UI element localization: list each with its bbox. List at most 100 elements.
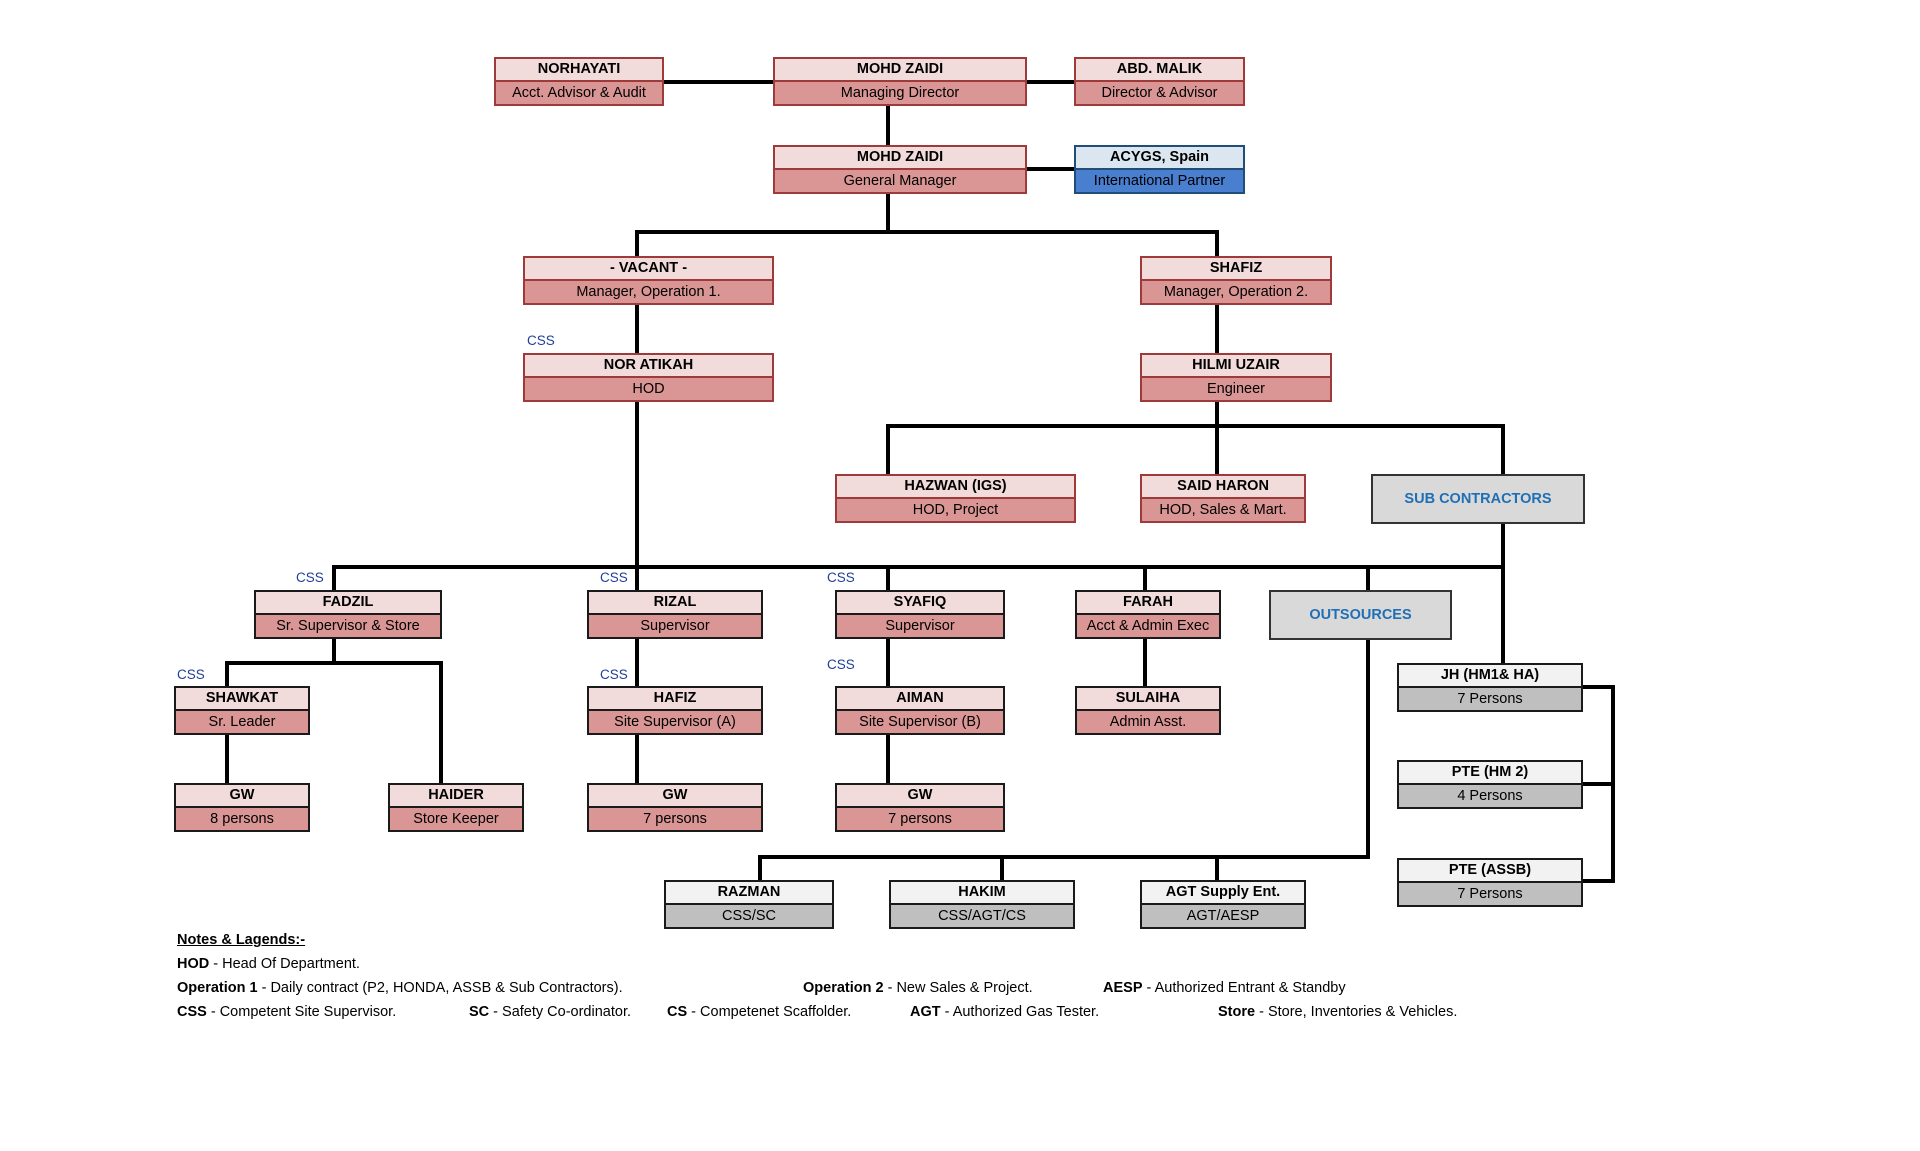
box-name: FARAH: [1077, 592, 1219, 615]
box-role: 7 Persons: [1399, 882, 1581, 905]
box-shawkat: SHAWKAT Sr. Leader: [174, 686, 310, 735]
box-role: 7 persons: [589, 807, 761, 830]
box-role: 4 Persons: [1399, 784, 1581, 807]
box-sulaiha: SULAIHA Admin Asst.: [1075, 686, 1221, 735]
note-operation-2: Operation 2 - New Sales & Project.: [803, 980, 1033, 996]
box-pte-hm2: PTE (HM 2) 4 Persons: [1397, 760, 1583, 809]
note-key: Operation 2: [803, 980, 884, 996]
note-key: CS: [667, 1004, 688, 1020]
box-farah: FARAH Acct & Admin Exec: [1075, 590, 1221, 639]
box-role: Acct. Advisor & Audit: [496, 81, 662, 104]
box-name: - VACANT -: [525, 258, 772, 281]
note-key: Store: [1218, 1004, 1256, 1020]
box-name: SHAFIZ: [1142, 258, 1330, 281]
box-name: GW: [837, 785, 1003, 808]
box-name: MOHD ZAIDI: [775, 59, 1025, 82]
box-role: Site Supervisor (B): [837, 710, 1003, 733]
box-name: RAZMAN: [666, 882, 832, 905]
box-jh: JH (HM1& HA) 7 Persons: [1397, 663, 1583, 712]
box-name: ACYGS, Spain: [1076, 147, 1243, 170]
note-aesp: AESP - Authorized Entrant & Standby: [1103, 980, 1346, 996]
box-name: HAKIM: [891, 882, 1073, 905]
box-fadzil: FADZIL Sr. Supervisor & Store: [254, 590, 442, 639]
note-css: CSS - Competent Site Supervisor.: [177, 1004, 396, 1020]
note-text: - Competent Site Supervisor.: [206, 1004, 397, 1020]
css-tag-syafiq: CSS: [827, 570, 855, 585]
css-tag-shawkat: CSS: [177, 667, 205, 682]
box-role: Managing Director: [775, 81, 1025, 104]
box-role: HOD, Project: [837, 498, 1074, 521]
box-role: 7 Persons: [1399, 687, 1581, 710]
note-operation-1: Operation 1 - Daily contract (P2, HONDA,…: [177, 980, 623, 996]
box-hakim: HAKIM CSS/AGT/CS: [889, 880, 1075, 929]
box-role: Sr. Leader: [176, 710, 308, 733]
box-name: AIMAN: [837, 688, 1003, 711]
note-sc: SC - Safety Co-ordinator.: [469, 1004, 631, 1020]
box-role: 8 persons: [176, 807, 308, 830]
box-name: HAFIZ: [589, 688, 761, 711]
box-name: HAIDER: [390, 785, 522, 808]
box-name: HILMI UZAIR: [1142, 355, 1330, 378]
notes-title: Notes & Lagends:-: [177, 932, 306, 948]
box-managing-director: MOHD ZAIDI Managing Director: [773, 57, 1027, 106]
box-shafiz: SHAFIZ Manager, Operation 2.: [1140, 256, 1332, 305]
box-acygs: ACYGS, Spain International Partner: [1074, 145, 1245, 194]
note-text: - Head Of Department.: [209, 956, 360, 972]
box-name: AGT Supply Ent.: [1142, 882, 1304, 905]
box-role: International Partner: [1076, 169, 1243, 192]
note-text: - Competenet Scaffolder.: [687, 1004, 852, 1020]
box-gw-fadzil: GW 8 persons: [174, 783, 310, 832]
note-text: - Authorized Gas Tester.: [940, 1004, 1100, 1020]
box-gw-syafiq: GW 7 persons: [835, 783, 1005, 832]
note-text: - Safety Co-ordinator.: [489, 1004, 631, 1020]
box-gw-rizal: GW 7 persons: [587, 783, 763, 832]
box-name: FADZIL: [256, 592, 440, 615]
box-name: SHAWKAT: [176, 688, 308, 711]
box-name: MOHD ZAIDI: [775, 147, 1025, 170]
box-abd-malik: ABD. MALIK Director & Advisor: [1074, 57, 1245, 106]
box-role: Site Supervisor (A): [589, 710, 761, 733]
css-tag-aiman: CSS: [827, 657, 855, 672]
box-name: ABD. MALIK: [1076, 59, 1243, 82]
box-haider: HAIDER Store Keeper: [388, 783, 524, 832]
note-key: AGT: [910, 1004, 941, 1020]
box-role: Sr. Supervisor & Store: [256, 614, 440, 637]
box-syafiq: SYAFIQ Supervisor: [835, 590, 1005, 639]
box-name: HAZWAN (IGS): [837, 476, 1074, 499]
css-tag-nor-atikah: CSS: [527, 333, 555, 348]
note-key: HOD: [177, 956, 210, 972]
box-name: PTE (ASSB): [1399, 860, 1581, 883]
box-hazwan: HAZWAN (IGS) HOD, Project: [835, 474, 1076, 523]
box-name: SULAIHA: [1077, 688, 1219, 711]
box-role: Supervisor: [837, 614, 1003, 637]
box-role: AGT/AESP: [1142, 904, 1304, 927]
note-hod: HOD - Head Of Department.: [177, 956, 360, 972]
box-role: Manager, Operation 1.: [525, 280, 772, 303]
note-text: - Store, Inventories & Vehicles.: [1255, 1004, 1458, 1020]
box-role: HOD: [525, 377, 772, 400]
note-agt: AGT - Authorized Gas Tester.: [910, 1004, 1099, 1020]
box-hafiz: HAFIZ Site Supervisor (A): [587, 686, 763, 735]
box-agt-supply: AGT Supply Ent. AGT/AESP: [1140, 880, 1306, 929]
box-nor-atikah: NOR ATIKAH HOD: [523, 353, 774, 402]
box-role: Store Keeper: [390, 807, 522, 830]
note-key: SC: [469, 1004, 490, 1020]
box-name: PTE (HM 2): [1399, 762, 1581, 785]
note-text: - Authorized Entrant & Standby: [1142, 980, 1346, 996]
box-name: NORHAYATI: [496, 59, 662, 82]
box-name: RIZAL: [589, 592, 761, 615]
box-name: SAID HARON: [1142, 476, 1304, 499]
box-role: Engineer: [1142, 377, 1330, 400]
box-vacant-manager-op1: - VACANT - Manager, Operation 1.: [523, 256, 774, 305]
css-tag-hafiz: CSS: [600, 667, 628, 682]
box-role: Manager, Operation 2.: [1142, 280, 1330, 303]
box-rizal: RIZAL Supervisor: [587, 590, 763, 639]
note-key: AESP: [1103, 980, 1143, 996]
note-key: CSS: [177, 1004, 207, 1020]
box-role: Supervisor: [589, 614, 761, 637]
note-store: Store - Store, Inventories & Vehicles.: [1218, 1004, 1457, 1020]
box-name: NOR ATIKAH: [525, 355, 772, 378]
box-aiman: AIMAN Site Supervisor (B): [835, 686, 1005, 735]
box-name: GW: [589, 785, 761, 808]
